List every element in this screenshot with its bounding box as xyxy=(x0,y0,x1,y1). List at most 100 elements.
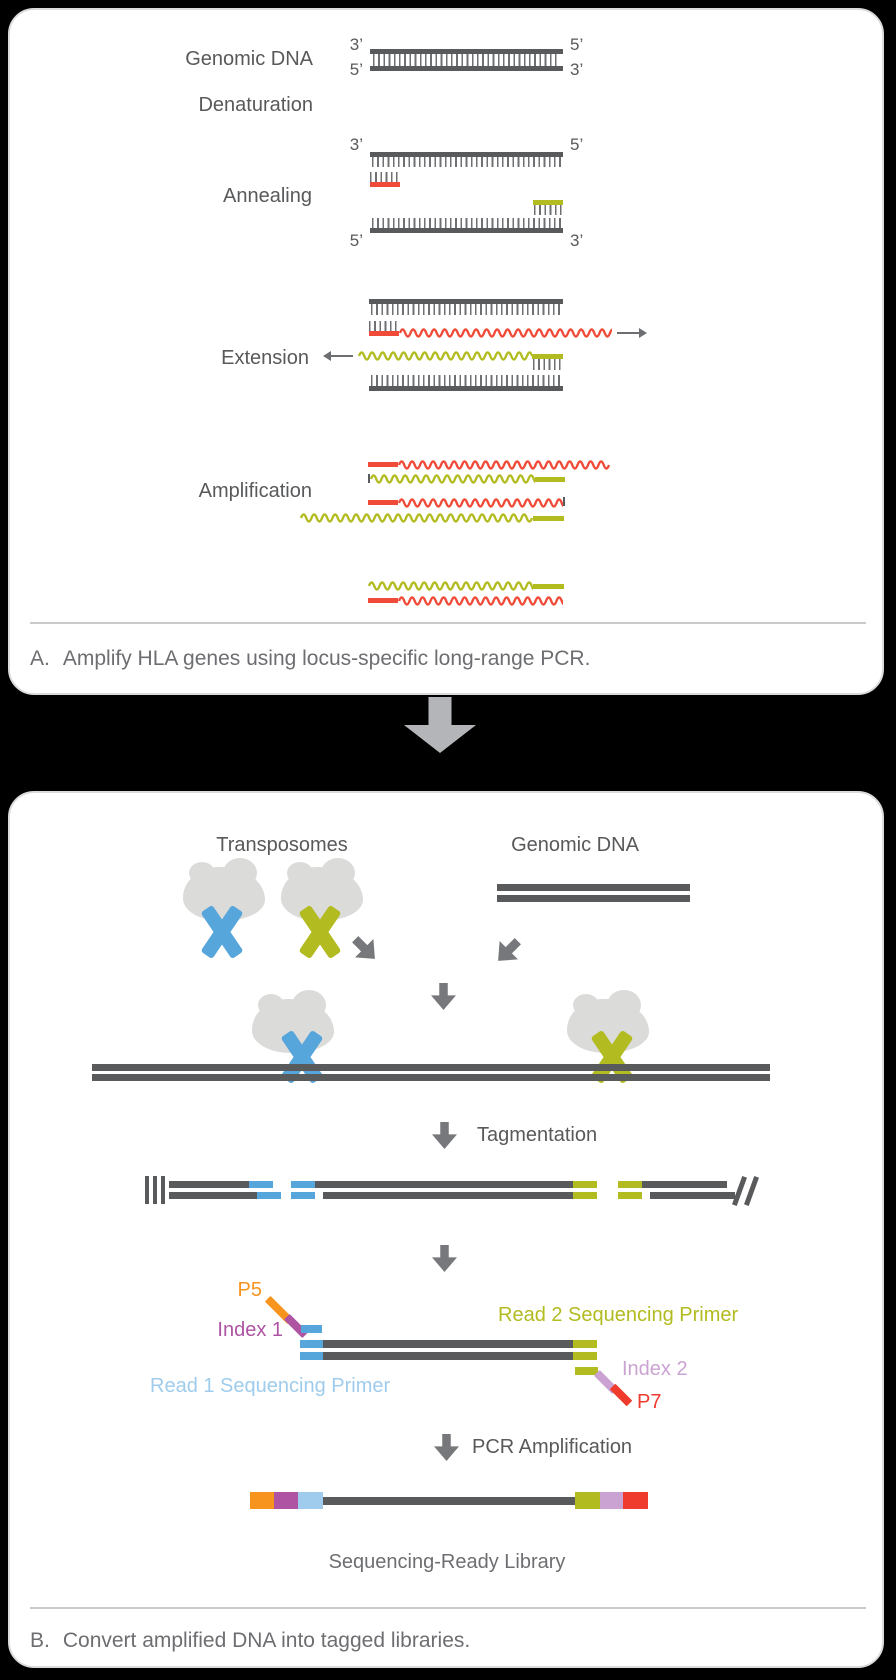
bound-dna-bottom xyxy=(92,1074,770,1081)
prime-5-anneal-right: 5’ xyxy=(570,135,584,154)
caption-b-prefix: B. xyxy=(30,1629,50,1652)
prime-3-anneal-left: 3’ xyxy=(349,135,363,154)
transposase-x-icon xyxy=(199,904,245,960)
amp-r5-green-wave xyxy=(368,581,533,591)
ext-template-bottom-teeth xyxy=(371,375,561,386)
lib-bot-gray xyxy=(323,1352,573,1360)
final-index1-block xyxy=(274,1492,298,1509)
transposase-x-icon xyxy=(297,904,343,960)
amp-r4-green-wave xyxy=(300,513,533,523)
ext-red-teeth xyxy=(369,321,398,331)
amp-r1-red-wave xyxy=(398,460,610,470)
final-read2-block xyxy=(575,1492,600,1509)
frag1-top-blue xyxy=(249,1181,273,1188)
frag2-bot-green xyxy=(573,1192,597,1199)
label-genomic-dna: Genomic DNA xyxy=(185,48,313,70)
amp-r4-green-primer xyxy=(533,516,564,521)
label-genomic-dna-b: Genomic DNA xyxy=(511,834,639,856)
amp-r3-tick xyxy=(563,497,565,506)
label-denaturation: Denaturation xyxy=(198,94,313,116)
extend-left-arrow-icon xyxy=(323,351,353,361)
frag2-bot-blue xyxy=(291,1192,315,1199)
gdna-bar-top xyxy=(497,884,690,891)
caption-b-text: Convert amplified DNA into tagged librar… xyxy=(62,1629,471,1652)
green-primer-teeth xyxy=(534,205,562,215)
divider-b xyxy=(30,1607,866,1609)
break-mark-icon xyxy=(145,1176,149,1204)
ext-green-primer xyxy=(532,354,563,359)
amp-r6-red-primer xyxy=(368,598,398,603)
label-read-2: Read 2 Sequencing Primer xyxy=(498,1304,739,1326)
frag3-top-gray xyxy=(642,1181,727,1188)
ext-green-wave xyxy=(358,351,532,361)
dsdna-ladder xyxy=(373,54,560,66)
dsdna-top-strand xyxy=(370,49,563,54)
final-p7-block xyxy=(623,1492,648,1509)
caption-a-text: Amplify HLA genes using locus-specific l… xyxy=(62,647,591,670)
label-index-1: Index 1 xyxy=(217,1319,283,1341)
protein-cloud-icon xyxy=(281,858,363,921)
amp-r1-red-primer xyxy=(368,462,398,467)
final-insert-bar xyxy=(323,1497,575,1505)
prime-3-anneal-br: 3’ xyxy=(570,231,584,250)
frag3-bot-green xyxy=(618,1192,642,1199)
label-annealing: Annealing xyxy=(223,185,312,207)
ext-green-teeth xyxy=(533,359,562,370)
lib-top-green xyxy=(573,1340,597,1348)
prime-5-bottom-left: 5’ xyxy=(349,60,363,79)
prime-3-bottom-right: 3’ xyxy=(570,60,584,79)
ext-template-top xyxy=(369,299,563,304)
label-amplification: Amplification xyxy=(198,480,312,502)
amp-r2-tick xyxy=(368,474,370,483)
prime-5-anneal-bl: 5’ xyxy=(349,231,363,250)
ssdna-top-teeth xyxy=(372,157,561,167)
amp-r2-green-wave xyxy=(370,474,535,484)
lib-top-gray xyxy=(323,1340,573,1348)
ext-template-top-teeth xyxy=(371,304,561,315)
divider-a xyxy=(30,622,866,624)
label-extension: Extension xyxy=(221,347,309,369)
ssdna-top xyxy=(370,152,563,157)
amp-r2-green-primer xyxy=(535,477,565,482)
final-p5-block xyxy=(250,1492,274,1509)
amp-r6-red-wave xyxy=(398,596,563,606)
ext-template-bottom xyxy=(369,386,563,391)
label-p7: P7 xyxy=(637,1391,662,1413)
frag1-bot-blue xyxy=(257,1192,281,1199)
ssdna-bottom-teeth xyxy=(372,218,561,228)
amp-r3-red-wave xyxy=(398,498,563,508)
label-transposomes: Transposomes xyxy=(216,834,348,856)
frag3-top-green xyxy=(618,1181,642,1188)
red-primer-teeth xyxy=(370,172,399,182)
panel-connector-arrow-icon xyxy=(404,697,476,753)
final-read1-block xyxy=(298,1492,323,1509)
prime-3-top-left: 3’ xyxy=(349,35,363,54)
label-sequencing-ready-library: Sequencing-Ready Library xyxy=(328,1551,566,1573)
protein-cloud-icon xyxy=(567,990,649,1053)
dsdna-bottom-strand xyxy=(370,66,563,71)
frag1-bot-gray xyxy=(169,1192,257,1199)
lib-bot-green xyxy=(573,1352,597,1360)
caption-a: A. Amplify HLA genes using locus-specifi… xyxy=(30,646,590,672)
gdna-bar-bottom xyxy=(497,895,690,902)
extend-right-arrow-icon xyxy=(617,328,647,338)
green-primer xyxy=(533,200,563,205)
label-p5: P5 xyxy=(237,1279,262,1301)
frag1-top-gray xyxy=(169,1181,249,1188)
protein-cloud-icon xyxy=(183,858,265,921)
lib-bot-blue xyxy=(300,1352,323,1360)
label-read-1: Read 1 Sequencing Primer xyxy=(150,1375,391,1397)
prime-5-top-right: 5’ xyxy=(570,35,584,54)
break-mark-icon xyxy=(153,1176,157,1204)
lib-top-blue xyxy=(300,1340,323,1348)
frag2-top-gray xyxy=(315,1181,573,1188)
blue-overhang xyxy=(301,1325,322,1333)
caption-a-prefix: A. xyxy=(30,647,50,670)
bound-dna-top xyxy=(92,1064,770,1071)
label-index-2: Index 2 xyxy=(622,1358,688,1380)
amp-r3-red-primer xyxy=(368,500,398,505)
red-primer xyxy=(370,182,400,187)
frag2-bot-gray xyxy=(323,1192,573,1199)
frag2-top-blue xyxy=(291,1181,315,1188)
